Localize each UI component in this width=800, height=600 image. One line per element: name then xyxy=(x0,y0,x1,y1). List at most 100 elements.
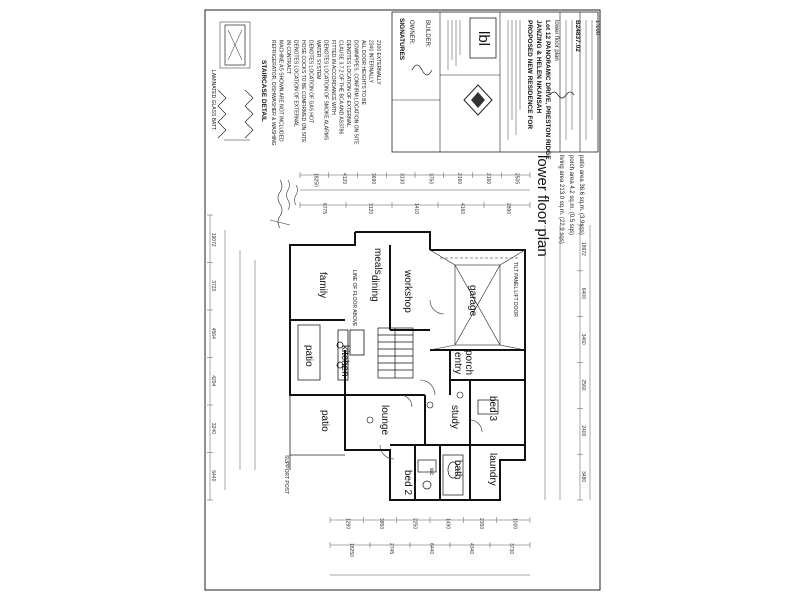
dimension-lines xyxy=(209,174,591,576)
dimension-value: 18250 xyxy=(312,173,318,187)
signatures-heading: SIGNATURES xyxy=(398,18,405,61)
dimension-value: 2890 xyxy=(505,203,511,214)
room-lounge: lounge xyxy=(379,405,390,435)
dimension-value: 3720 xyxy=(210,280,216,291)
handwritten-annotation xyxy=(269,179,298,229)
kitchen-bench xyxy=(336,329,365,381)
note-line: DENOTES LOCATION OF EXTERNAL xyxy=(293,40,299,127)
site-address: Lot 12 PANORAMIC DRIVE, PRESTON RIDGE xyxy=(544,20,551,160)
support-post-label: SUPPORT POST xyxy=(283,455,289,494)
door-swings xyxy=(379,299,483,460)
patio-area: patio area 36.6 sq.m. (3.9sqs) xyxy=(578,155,584,235)
note-line: ALL DOOR HEIGHTS TO BE xyxy=(360,40,366,106)
dimension-value: 6440 xyxy=(428,543,434,554)
note-line: DENOTES LOCATION OF GAS HOT xyxy=(308,40,314,123)
dimension-value: 2745 xyxy=(388,543,394,554)
note-line: 2100 EXTERNALLY xyxy=(375,40,381,85)
smoke-alarm-icons xyxy=(366,391,464,424)
garage-roof xyxy=(429,249,526,351)
note-line: WATER SYSTEM xyxy=(315,40,321,79)
note-line: IN CONTRACT xyxy=(285,40,291,74)
porch-area: porch area 4.2 sq.m. (0.5 sqs) xyxy=(568,155,574,235)
company-logo xyxy=(469,17,497,59)
dimension-value: 2160 xyxy=(485,173,491,184)
note-line: 2340 INTERNALLY xyxy=(368,40,374,84)
room-entry: entry xyxy=(452,352,463,374)
walls xyxy=(289,231,526,501)
dimension-value: 6400 xyxy=(580,288,586,299)
note-line: FITTED IN ACCORDANCE WITH xyxy=(330,40,336,115)
title-block: lbl SIGNATURES OWNER: BUILDER: PROPOSED … xyxy=(391,11,600,160)
dimension-value: 3690 xyxy=(370,173,376,184)
dimension-value: 1290 xyxy=(345,518,351,529)
patio-outlines xyxy=(289,324,345,470)
sheet-border xyxy=(204,9,601,591)
area-summary: lower floor plan living area 213.0 sq.m.… xyxy=(534,155,584,257)
dimension-value: 2160 xyxy=(456,173,462,184)
dimension-value: 2250 xyxy=(411,518,417,529)
owner-label: OWNER: xyxy=(408,20,414,45)
room-bath: bath xyxy=(452,460,463,479)
laminated-glass-label: LAMINATED GLASS BATT. xyxy=(210,70,216,131)
dimension-value: 3120 xyxy=(367,203,373,214)
signature xyxy=(411,64,575,99)
dimension-value: 1000 xyxy=(511,518,517,529)
note-line: DOWNPIPES. CONFIRM LOCATION ON SITE xyxy=(353,40,359,145)
dimension-value: 1490 xyxy=(445,518,451,529)
dimension-value: 3750 xyxy=(427,173,433,184)
note-line: CLAUSE 3.7.2 OF THE BCA AND AS3786 xyxy=(338,40,344,134)
garage-door-label: TILT PANEL LIFT DOOR xyxy=(512,262,518,317)
note-line: DENOTES LOCATION OF EXTERNAL xyxy=(345,40,351,127)
note-line: DENOTES LOCATION OF SMOKE ALARMS xyxy=(323,40,329,141)
central-staircase xyxy=(377,327,414,379)
drawing-scale: 1:100 xyxy=(594,20,600,36)
sheet-name: lower floor plan xyxy=(553,20,559,61)
dimension-value: 3480 xyxy=(580,471,586,482)
dimension-value: 4564 xyxy=(210,328,216,339)
room-bed3: bed 3 xyxy=(487,396,498,421)
room-meals: meals xyxy=(372,248,383,275)
dimension-value: 2400 xyxy=(580,425,586,436)
note-line: HOSE COCKS TO BE CONFIRMED ON SITE xyxy=(300,40,306,143)
room-dining: dining xyxy=(369,275,380,302)
dimension-value: 6440 xyxy=(210,470,216,481)
note-line: REFRIGERATOR, DISHWASHER & WASHING xyxy=(270,40,276,146)
line-of-floor-above: LINE OF FLOOR ABOVE xyxy=(351,270,357,327)
dimension-value: 3240 xyxy=(210,423,216,434)
dimension-value: 19072 xyxy=(210,233,216,247)
living-area: living area 213.0 sq.m. (22.9 sqs) xyxy=(558,155,564,244)
room-kitchen: kitchen xyxy=(339,345,350,377)
dimension-value: 4294 xyxy=(210,375,216,386)
room-patio-lower: patio xyxy=(319,410,330,432)
room-porch: porch xyxy=(463,350,474,375)
note-line: MACHINE AS SHOWN ARE NOT INCLUDED xyxy=(278,40,284,142)
dimension-value: 6775 xyxy=(321,203,327,214)
staircase-detail-title: STAIRCASE DETAIL xyxy=(260,60,267,122)
dimension-value: 3730 xyxy=(508,543,514,554)
dimension-value: 4120 xyxy=(341,173,347,184)
dimension-value: 2560 xyxy=(580,379,586,390)
room-garage: garage xyxy=(467,285,478,317)
dimension-value: 18250 xyxy=(348,543,354,557)
dimension-value: 4340 xyxy=(468,543,474,554)
dimension-ticks xyxy=(207,172,583,548)
room-family: family xyxy=(317,272,328,298)
dimension-value: 3130 xyxy=(399,173,405,184)
room-workshop: workshop xyxy=(402,269,413,313)
dimension-value: 2505 xyxy=(514,173,520,184)
dimension-value: 1410 xyxy=(413,203,419,214)
job-number: B24837.02 xyxy=(574,20,581,52)
builder-label: BUILDER: xyxy=(424,20,430,48)
room-wc: wc xyxy=(428,467,434,475)
dimension-value: 3850 xyxy=(378,518,384,529)
dimension-value: 18972 xyxy=(580,242,586,256)
dimension-value: 4160 xyxy=(459,203,465,214)
company-emblem xyxy=(463,84,493,116)
project-title: PROPOSED NEW RESIDENCE FOR xyxy=(526,20,533,129)
dimension-value: 2350 xyxy=(478,518,484,529)
staircase-detail: LAMINATED GLASS BATT. STAIRCASE DETAIL xyxy=(210,21,267,141)
dimension-value: 3460 xyxy=(580,334,586,345)
bathroom-fixtures xyxy=(417,399,499,496)
dimension-values: 18250 4120 3690 3130 3750 2160 2160 2505 6775 312… xyxy=(210,173,586,557)
